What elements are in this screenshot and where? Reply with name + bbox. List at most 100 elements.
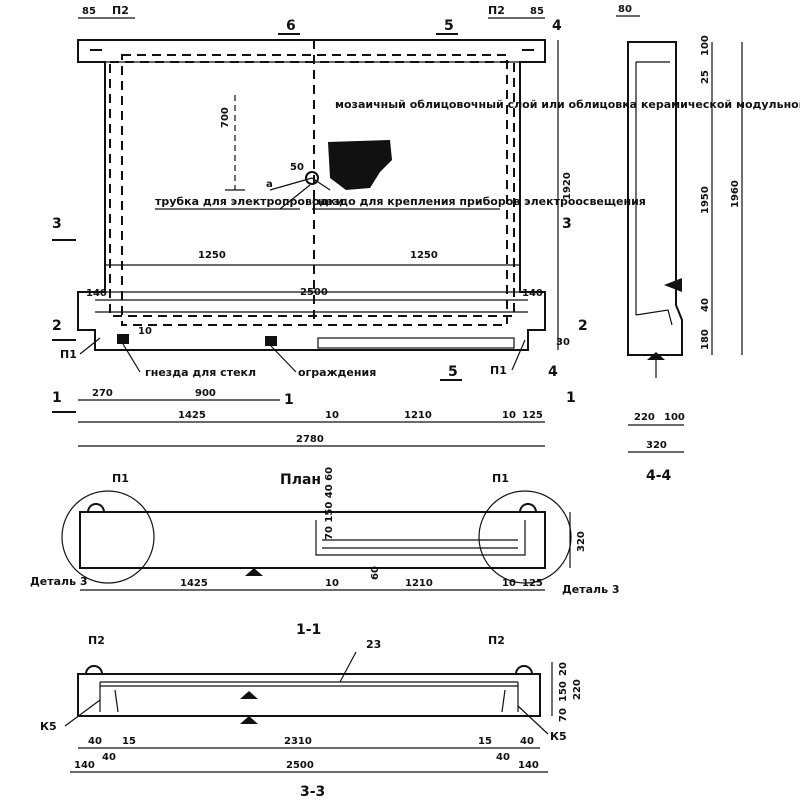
- fence-socket-icon: [265, 336, 277, 346]
- section11-loop-left-icon: [87, 503, 105, 513]
- s33-dim-15b: 15: [478, 736, 492, 747]
- section33-loop-left: П2: [88, 634, 105, 647]
- section-1-left: 1: [52, 390, 62, 406]
- s33-dim-40b: 40: [102, 752, 116, 763]
- section33-loop-left-icon: [85, 665, 103, 675]
- section11-dim-1425: 1425: [180, 578, 208, 589]
- detail-label-left: Деталь 3: [30, 575, 88, 588]
- section33-rebar-leader: [339, 651, 357, 683]
- dim-1250-left: 1250: [198, 250, 226, 261]
- section11-dim-10a: 10: [325, 578, 339, 589]
- s33-dim-40a: 40: [88, 736, 102, 747]
- section-2-right: 2: [578, 318, 588, 334]
- section11-dim-1210: 1210: [405, 578, 433, 589]
- loop-bottom-left-leader: [79, 337, 101, 355]
- section-3-left: 3: [52, 216, 62, 232]
- note-tile: мозаичный облицовочный слой или облицовк…: [335, 98, 800, 111]
- section44-support-icon: [647, 352, 665, 360]
- s44-dim-220: 220: [634, 412, 655, 423]
- section11-dim-320: 320: [576, 531, 587, 552]
- k5-right-leader: [517, 705, 549, 735]
- dim-270: 270: [92, 388, 113, 399]
- k5-left-leader: [64, 699, 101, 727]
- s44-dim-320: 320: [646, 440, 667, 451]
- loop-bottom-left: П1: [60, 348, 77, 361]
- section11-dim-125: 125: [522, 578, 543, 589]
- section11-support-icon: [245, 568, 263, 576]
- section33-rebar: 23: [366, 638, 381, 651]
- s44-dim-100: 100: [700, 35, 711, 56]
- plan-dashed-contour: [121, 54, 508, 326]
- section-5-top: 5: [444, 18, 454, 34]
- s33-dim-40c: 40: [520, 736, 534, 747]
- section-5-bottom: 5: [448, 364, 458, 380]
- section33-loop-right: П2: [488, 634, 505, 647]
- note-fence-leader: [270, 345, 297, 373]
- s33-dim-220: 220: [572, 679, 583, 700]
- section11-recess: [315, 520, 526, 556]
- dim-a-left: a: [266, 179, 273, 190]
- section-33: П2 П2 23 К5 К5 20 150 70 220 40 15 40 23…: [40, 634, 583, 800]
- detail-circle-right: [478, 490, 572, 584]
- dim-10-small: 10: [138, 326, 152, 337]
- s33-dim-40d: 40: [496, 752, 510, 763]
- section11-loop-right: П1: [492, 472, 509, 485]
- note-glass-leader: [122, 343, 141, 373]
- dim-30-small: 30: [556, 337, 570, 348]
- s33-dim-150: 150: [558, 681, 569, 702]
- dim-1425: 1425: [178, 410, 206, 421]
- section-4-top: 4: [552, 18, 562, 34]
- detail-circle-left: [61, 490, 155, 584]
- dim-10-mid: 10: [325, 410, 339, 421]
- dim-50: 50: [290, 162, 304, 173]
- dim-10-right: 10: [502, 410, 516, 421]
- section33-outline: [77, 673, 541, 717]
- dim-140-left: 140: [86, 288, 107, 299]
- section11-dim-10b: 10: [502, 578, 516, 589]
- k5-left: К5: [40, 720, 57, 733]
- s44-dim-100b: 100: [664, 412, 685, 423]
- s44-dim-40: 40: [700, 298, 711, 312]
- dim-1210: 1210: [404, 410, 432, 421]
- note-tile-text: мозаичный облицовочный слой или облицовк…: [335, 98, 800, 111]
- section-1-mid: 1: [284, 392, 294, 408]
- loop-top-right: П2: [488, 4, 505, 17]
- s33-dim-2310: 2310: [284, 736, 312, 747]
- s33-dim-20: 20: [558, 662, 569, 676]
- s44-dim-25: 25: [700, 70, 711, 84]
- s33-dim-15a: 15: [122, 736, 136, 747]
- section44-arrow-icon: [664, 278, 682, 292]
- note-socket-fix: гнездо для крепления приборов электроосв…: [312, 195, 646, 208]
- dim-a-right: a: [346, 179, 353, 190]
- s33-dim-2500: 2500: [286, 760, 314, 771]
- dim-85-left: 85: [82, 6, 96, 17]
- loop-top-left: П2: [112, 4, 129, 17]
- dim-700: 700: [220, 107, 231, 128]
- note-socket-glass: гнезда для стекл: [145, 366, 256, 379]
- dim-1920: 1920: [562, 172, 573, 200]
- leader-a-right: [311, 177, 331, 191]
- s44-dim-80: 80: [618, 4, 632, 15]
- section33-title: 3-3: [300, 784, 325, 800]
- section-11: П1 П1 70 150 40 60 60 320 1425 10 1210 1…: [30, 467, 620, 638]
- note-fence: ограждения: [298, 366, 376, 379]
- s44-dim-1950: 1950: [700, 186, 711, 214]
- plan-view: 700 мозаичный облицовочный слой или обли…: [52, 4, 800, 488]
- loop-bottom-right-leader: [511, 339, 526, 371]
- section11-title: 1-1: [296, 622, 321, 638]
- section33-loop-right-icon: [515, 665, 533, 675]
- s33-dim-140a: 140: [74, 760, 95, 771]
- plan-bottom-recess: [317, 337, 515, 349]
- dim-2500: 2500: [300, 287, 328, 298]
- detail-label-right: Деталь 3: [562, 583, 620, 596]
- dim-1250-right: 1250: [410, 250, 438, 261]
- plan-dashed-contour-outer: [109, 61, 515, 317]
- dim-125: 125: [522, 410, 543, 421]
- section-1-right: 1: [566, 390, 576, 406]
- dim-140-right: 140: [522, 288, 543, 299]
- loop-bottom-right: П1: [490, 364, 507, 377]
- section11-outline: [79, 511, 546, 569]
- dim-85-right: 85: [530, 6, 544, 17]
- section-2-left: 2: [52, 318, 62, 334]
